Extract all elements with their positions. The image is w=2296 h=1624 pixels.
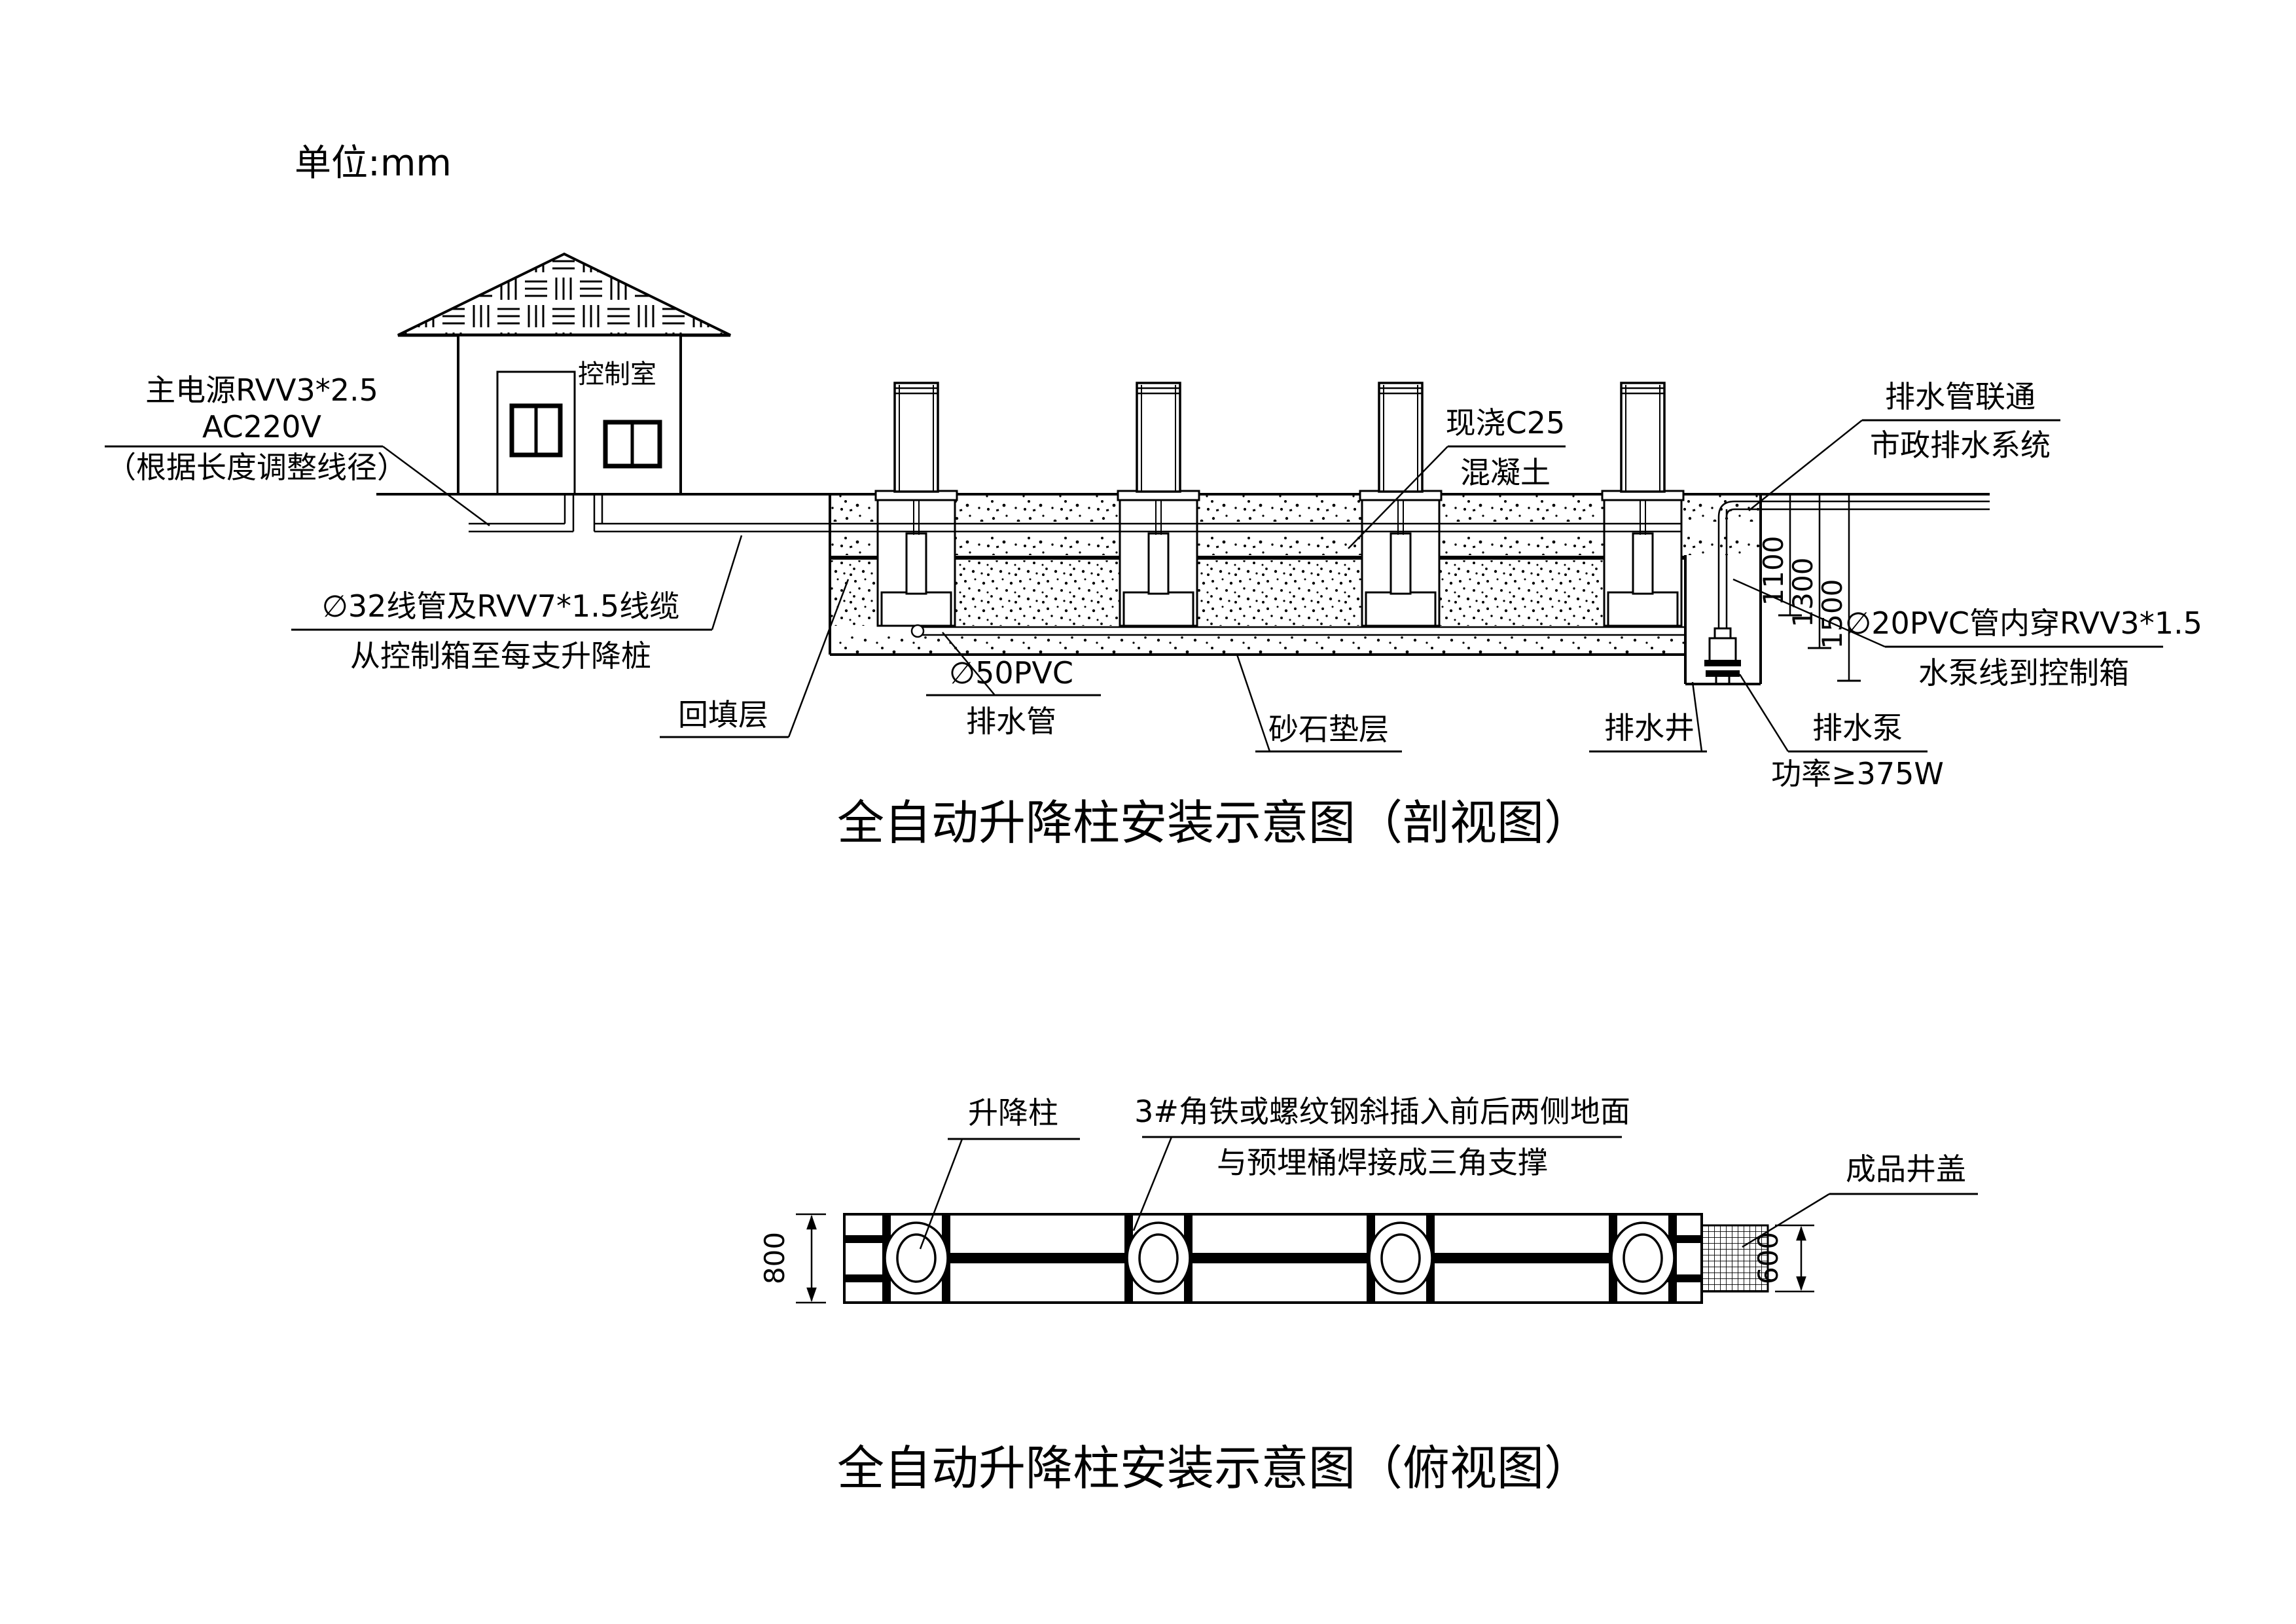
- label-well-cover: 成品井盖: [1742, 1151, 1978, 1248]
- drain-pipe-50pvc: [910, 624, 1685, 638]
- dim-1300: 1300: [1787, 558, 1819, 628]
- label-drain-well: 排水井: [1589, 681, 1707, 753]
- drain-pipe-line2: 排水管: [966, 704, 1056, 739]
- label-cushion: 砂石垫层: [1236, 654, 1402, 753]
- drain-well: [1684, 555, 1761, 685]
- pump-line-line2: 水泵线到控制箱: [1918, 655, 2129, 691]
- plan-view: 800 600 升降柱 3#角铁或螺纹钢斜插入前后两侧地面 与预埋桶焊接成三角支…: [759, 1094, 1978, 1496]
- conduit-line1: ∅32线管及RVV7*1.5线缆: [322, 588, 679, 624]
- section-title: 全自动升降柱安装示意图（剖视图）: [837, 795, 1591, 850]
- conduit-line2: 从控制箱至每支升降桩: [350, 638, 651, 674]
- drain-pump-line2: 功率≥375W: [1771, 756, 1944, 791]
- dim-800: 800: [759, 1213, 826, 1304]
- well-cover-plan: [1700, 1224, 1769, 1293]
- dim-800-text: 800: [759, 1232, 791, 1284]
- dim-600-text: 600: [1752, 1232, 1784, 1284]
- dim-1100: 1100: [1757, 536, 1789, 606]
- drain-well-text: 排水井: [1604, 710, 1695, 746]
- control-room-house: 控制室: [397, 252, 731, 496]
- depth-dimensions: 1100 1300 1500: [1757, 496, 1861, 682]
- drain-pipe-line1: ∅50PVC: [949, 655, 1073, 691]
- municipal-drain-pipe: [1717, 500, 1990, 628]
- main-power-cable: [469, 494, 575, 533]
- main-power-line3: （根据长度调整线径）: [106, 450, 407, 485]
- backfill-text: 回填层: [678, 697, 768, 732]
- plan-title: 全自动升降柱安装示意图（俯视图）: [837, 1441, 1591, 1496]
- label-main-power: 主电源RVV3*2.5 AC220V （根据长度调整线径）: [105, 372, 490, 527]
- dim-600: 600: [1752, 1224, 1814, 1293]
- main-power-line1: 主电源RVV3*2.5: [145, 372, 378, 408]
- cushion-text: 砂石垫层: [1268, 712, 1389, 747]
- pump-line-line1: ∅20PVC管内穿RVV3*1.5: [1845, 605, 2202, 641]
- drain-pump: [1704, 627, 1741, 683]
- label-backfill: 回填层: [660, 579, 850, 738]
- conduit-32-pipe: [593, 494, 1681, 533]
- label-drain-pump: 排水泵 功率≥375W: [1738, 674, 1944, 791]
- label-pump-line: ∅20PVC管内穿RVV3*1.5 水泵线到控制箱: [1732, 578, 2202, 691]
- dim-1500: 1500: [1816, 579, 1848, 649]
- label-municipal: 排水管联通 市政排水系统: [1748, 379, 2060, 511]
- label-drain-pipe: ∅50PVC 排水管: [926, 632, 1101, 739]
- municipal-line1: 排水管联通: [1885, 379, 2036, 414]
- label-bollard: 升降柱: [919, 1095, 1080, 1250]
- label-support: 3#角铁或螺纹钢斜插入前后两侧地面 与预埋桶焊接成三角支撑: [1132, 1094, 1630, 1231]
- well-cover-text: 成品井盖: [1846, 1151, 1966, 1187]
- label-concrete: 现浇C25 混凝土: [1348, 405, 1566, 549]
- units-label: 单位:mm: [295, 142, 452, 185]
- trench: [829, 494, 1762, 684]
- support-line1: 3#角铁或螺纹钢斜插入前后两侧地面: [1134, 1094, 1630, 1129]
- municipal-line2: 市政排水系统: [1870, 427, 2051, 463]
- main-power-line2: AC220V: [202, 409, 322, 444]
- drain-pump-line1: 排水泵: [1812, 710, 1903, 746]
- label-conduit: ∅32线管及RVV7*1.5线缆 从控制箱至每支升降桩: [291, 535, 743, 674]
- control-room-label: 控制室: [578, 359, 656, 389]
- concrete-line1: 现浇C25: [1446, 405, 1566, 441]
- bollard-text: 升降柱: [968, 1095, 1058, 1130]
- section-view: 单位:mm 控制室: [105, 142, 2202, 850]
- support-line2: 与预埋桶焊接成三角支撑: [1217, 1145, 1548, 1180]
- concrete-line2: 混凝土: [1460, 455, 1551, 490]
